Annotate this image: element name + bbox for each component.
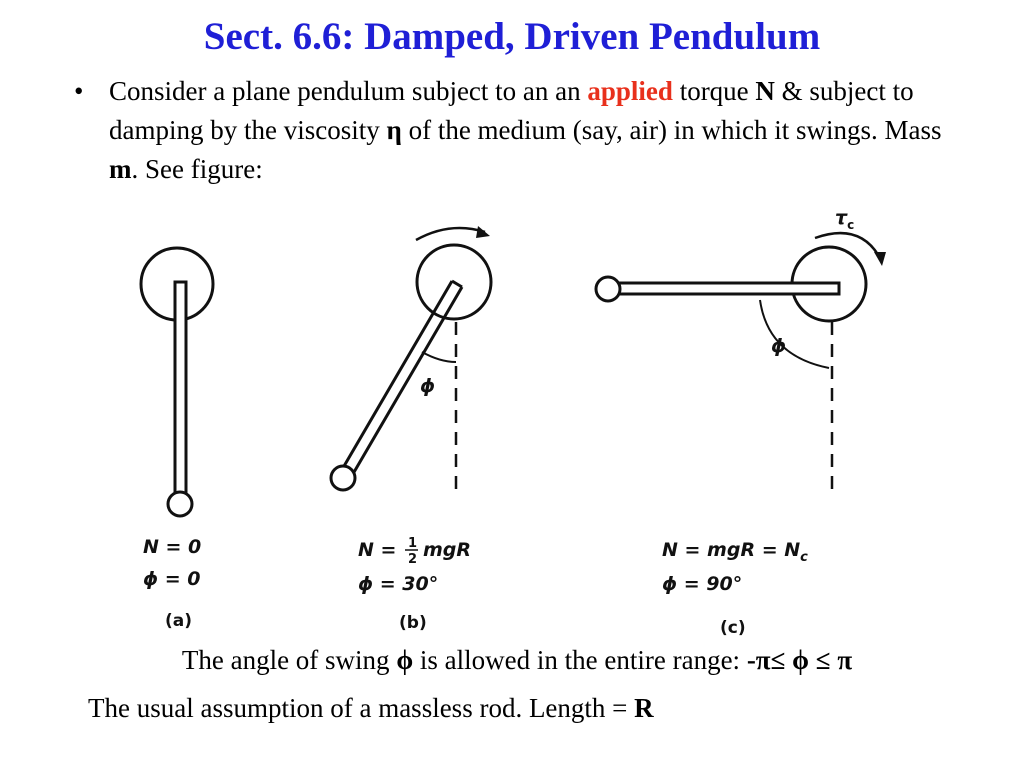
caption-b: (b)	[399, 613, 427, 633]
rod-b-edge-2	[348, 286, 464, 480]
frac-den-b: 2	[408, 552, 417, 567]
pivot-disk-b	[415, 243, 493, 321]
eq-phi-a: ϕ = 0	[143, 568, 201, 590]
caption-c: (c)	[720, 618, 746, 638]
swing-range-statement: The angle of swing ϕ is allowed in the e…	[0, 645, 1024, 676]
eq-phi-c: ϕ = 90°	[662, 573, 742, 595]
rod-text: The usual assumption of a massless rod. …	[88, 693, 635, 723]
torque-label-c: τc	[835, 207, 854, 232]
bob-a	[166, 490, 194, 518]
swing-text-1: The angle of swing	[181, 645, 397, 675]
rod-c	[611, 281, 841, 296]
rod-b-edge-1	[338, 280, 454, 474]
rod-a	[173, 280, 188, 500]
phi-range: -π≤ ϕ ≤ π	[746, 645, 853, 675]
eq-n-b-right: mgR	[423, 539, 471, 561]
bob-c	[594, 275, 622, 303]
frac-num-b: 1	[408, 536, 417, 551]
bullet-text-part-5: . See figure:	[131, 154, 263, 184]
eq-n-a: N = 0	[143, 536, 201, 558]
arrowhead-b	[476, 226, 490, 238]
applied-word: applied	[587, 76, 673, 106]
angle-label-b: ϕ	[420, 375, 435, 397]
angle-arc-c	[759, 299, 830, 369]
eq-n-c: N = mgR = Nc	[662, 539, 808, 565]
rod-b-cap	[451, 279, 463, 289]
massless-rod-statement: The usual assumption of a massless rod. …	[88, 693, 654, 724]
angle-label-c: ϕ	[771, 335, 786, 357]
bullet-text-part-2: torque	[672, 76, 756, 106]
rotation-arrow-b	[415, 226, 486, 242]
torque-symbol: N	[755, 76, 775, 106]
bullet-marker: •	[74, 76, 84, 106]
bullet-text-part-4: of the medium (say, air) in which it swi…	[401, 115, 942, 145]
eq-n-b: N =	[358, 539, 396, 561]
bullet-text-part-1: Consider a plane pendulum subject to an …	[109, 76, 588, 106]
angle-arc-b	[421, 351, 457, 363]
panel-c: τc ϕ N = mgR = Nc ϕ = 90° (c)	[594, 207, 886, 638]
bob-b	[329, 464, 357, 492]
bullet-text-part-3: & subject to damping by the viscosity	[109, 76, 914, 145]
viscosity-symbol: η	[386, 115, 402, 145]
panel-a: N = 0 ϕ = 0 (a)	[139, 246, 215, 631]
panel-b: ϕ N = 1 2 mgR ϕ = 30° (b)	[329, 226, 493, 633]
eq-phi-b: ϕ = 30°	[358, 573, 438, 595]
phi-symbol: ϕ	[396, 645, 414, 675]
swing-text-2: is allowed in the entire range:	[413, 645, 747, 675]
rotation-arrow-c	[814, 231, 882, 259]
slide-title: Sect. 6.6: Damped, Driven Pendulum	[203, 15, 821, 58]
mass-symbol: m	[109, 154, 132, 184]
arrowhead-c	[874, 252, 886, 266]
bullet-text: Consider a plane pendulum subject to an …	[109, 72, 969, 189]
caption-a: (a)	[165, 611, 192, 631]
length-symbol: R	[634, 693, 654, 723]
